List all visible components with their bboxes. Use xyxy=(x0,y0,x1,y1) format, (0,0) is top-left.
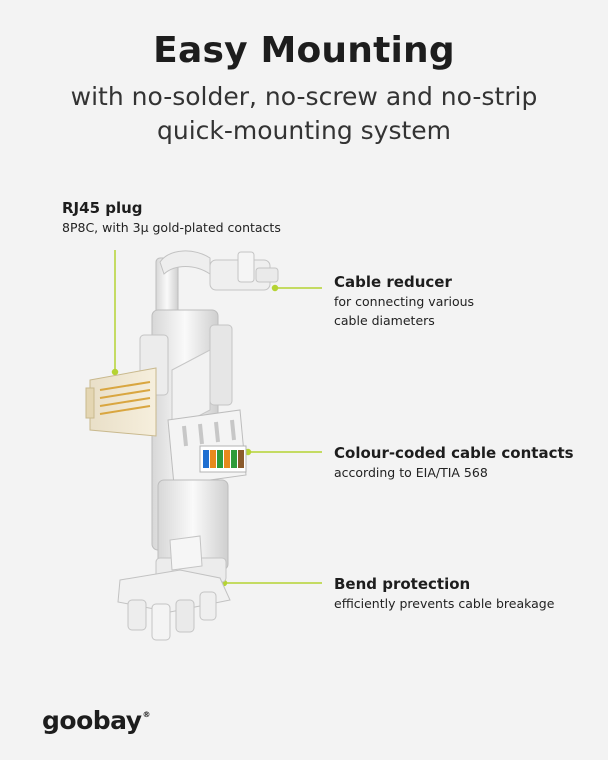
goobay-logo: goobay ® xyxy=(42,706,151,735)
feature-colour-coded-contacts: Colour-coded cable contacts according to… xyxy=(334,443,574,482)
colour-coded-contact-module xyxy=(167,409,247,486)
feature-description: 8P8C, with 3µ gold-plated contacts xyxy=(62,220,281,235)
page-title: Easy Mounting xyxy=(153,30,455,71)
feature-title: Bend protection xyxy=(334,575,471,593)
bend-protection-part xyxy=(117,535,231,641)
feature-description: efficiently prevents cable breakage xyxy=(334,596,555,611)
feature-title: RJ45 plug xyxy=(62,199,143,217)
registered-mark: ® xyxy=(142,710,151,719)
feature-bend-protection: Bend protection efficiently prevents cab… xyxy=(334,574,554,613)
logo-text: goobay xyxy=(42,706,142,735)
feature-description-line-1: for connecting various xyxy=(334,294,475,309)
rj45-plug-part xyxy=(85,367,157,437)
page-subtitle-line-2: quick-mounting system xyxy=(156,116,452,145)
feature-title: Colour-coded cable contacts xyxy=(334,444,574,462)
feature-cable-reducer: Cable reducer for connecting various cab… xyxy=(334,272,474,330)
rj45-connector-illustration xyxy=(85,250,279,641)
feature-title: Cable reducer xyxy=(334,273,452,291)
feature-description-line-2: cable diameters xyxy=(334,313,435,328)
page-subtitle-line-1: with no-solder, no-screw and no-strip xyxy=(70,82,538,111)
cable-reducer-part xyxy=(155,250,279,319)
feature-description: according to EIA/TIA 568 xyxy=(334,465,488,480)
feature-rj45-plug: RJ45 plug 8P8C, with 3µ gold-plated cont… xyxy=(62,198,281,237)
